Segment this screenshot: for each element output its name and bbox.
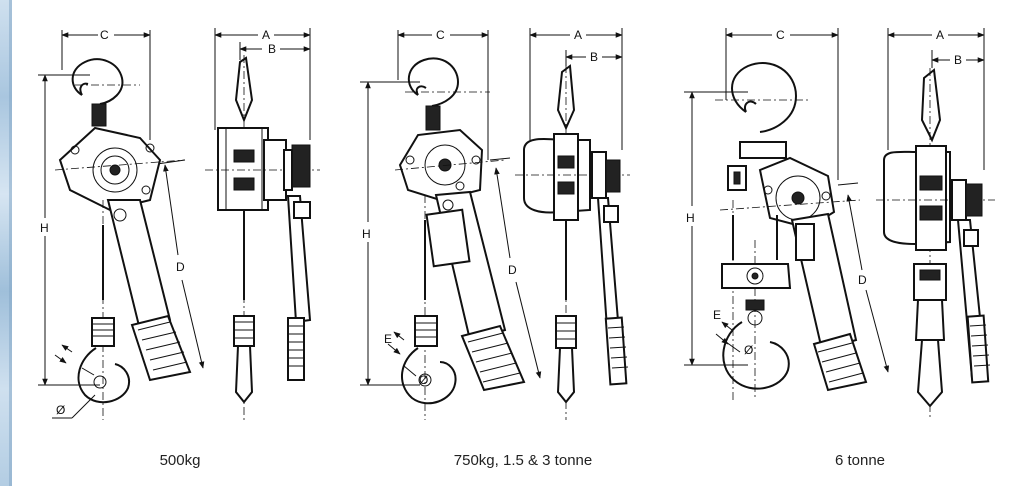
hoist-750kg-3t-front-view: C H D <box>360 28 542 420</box>
dim-e-label: E <box>384 332 392 346</box>
hoist-500kg-side-view: A B <box>205 28 320 420</box>
dim-c-label: C <box>436 28 445 42</box>
hoist-6t-side-view: A B <box>876 28 995 420</box>
dim-diameter-label: Ø <box>744 343 753 357</box>
dim-b-label: B <box>268 42 276 56</box>
dim-e-label: E <box>713 308 721 322</box>
decorative-edge-strip <box>0 0 12 486</box>
dim-diameter-label: Ø <box>419 373 428 387</box>
hoist-750kg-3t-side-view: A B <box>515 28 630 420</box>
dim-c-label: C <box>100 28 109 42</box>
dim-b-label: B <box>954 53 962 67</box>
hoist-500kg-front-view: C H D <box>38 28 205 420</box>
dim-d-label: D <box>508 263 517 277</box>
dim-a-label: A <box>936 28 944 42</box>
dim-h-label: H <box>362 227 371 241</box>
dim-b-label: B <box>590 50 598 64</box>
dim-a-label: A <box>262 28 270 42</box>
dim-d-label: D <box>858 273 867 287</box>
dim-h-label: H <box>40 221 49 235</box>
dim-c-label: C <box>776 28 785 42</box>
dim-diameter-label: Ø <box>56 403 65 417</box>
dim-d-label: D <box>176 260 185 274</box>
hoist-6t-front-view: C H D <box>684 28 890 400</box>
dim-a-label: A <box>574 28 582 42</box>
dim-h-label: H <box>686 211 695 225</box>
caption-6t: 6 tonne <box>834 452 886 469</box>
caption-750kg-3t: 750kg, 1.5 & 3 tonne <box>453 452 593 469</box>
caption-500kg: 500kg <box>159 452 201 469</box>
